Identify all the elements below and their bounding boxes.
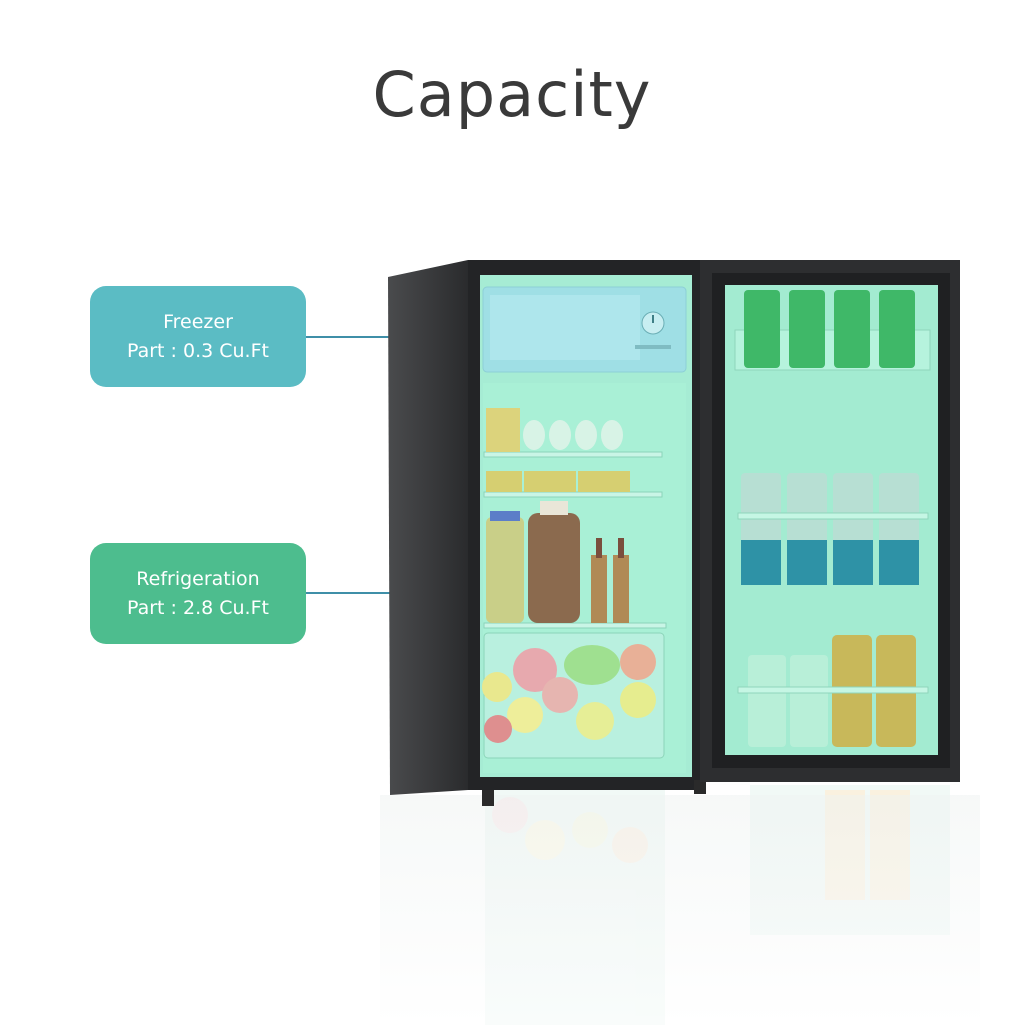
cabinet-side xyxy=(388,260,468,795)
refrigeration-compartment xyxy=(482,383,686,773)
fridge-svg xyxy=(380,260,980,1025)
fridge-door xyxy=(700,260,960,782)
freezer-label-box: Freezer Part : 0.3 Cu.Ft xyxy=(90,286,306,387)
fridge-illustration xyxy=(380,255,980,1025)
refrigeration-label-name: Refrigeration xyxy=(136,567,260,590)
refrigeration-label-box: Refrigeration Part : 2.8 Cu.Ft xyxy=(90,543,306,644)
freezer-label-capacity: Part : 0.3 Cu.Ft xyxy=(127,339,269,362)
freezer-compartment xyxy=(482,286,687,373)
refrigeration-label-capacity: Part : 2.8 Cu.Ft xyxy=(127,596,269,619)
page-title: Capacity xyxy=(372,58,652,131)
freezer-label-name: Freezer xyxy=(163,310,233,333)
